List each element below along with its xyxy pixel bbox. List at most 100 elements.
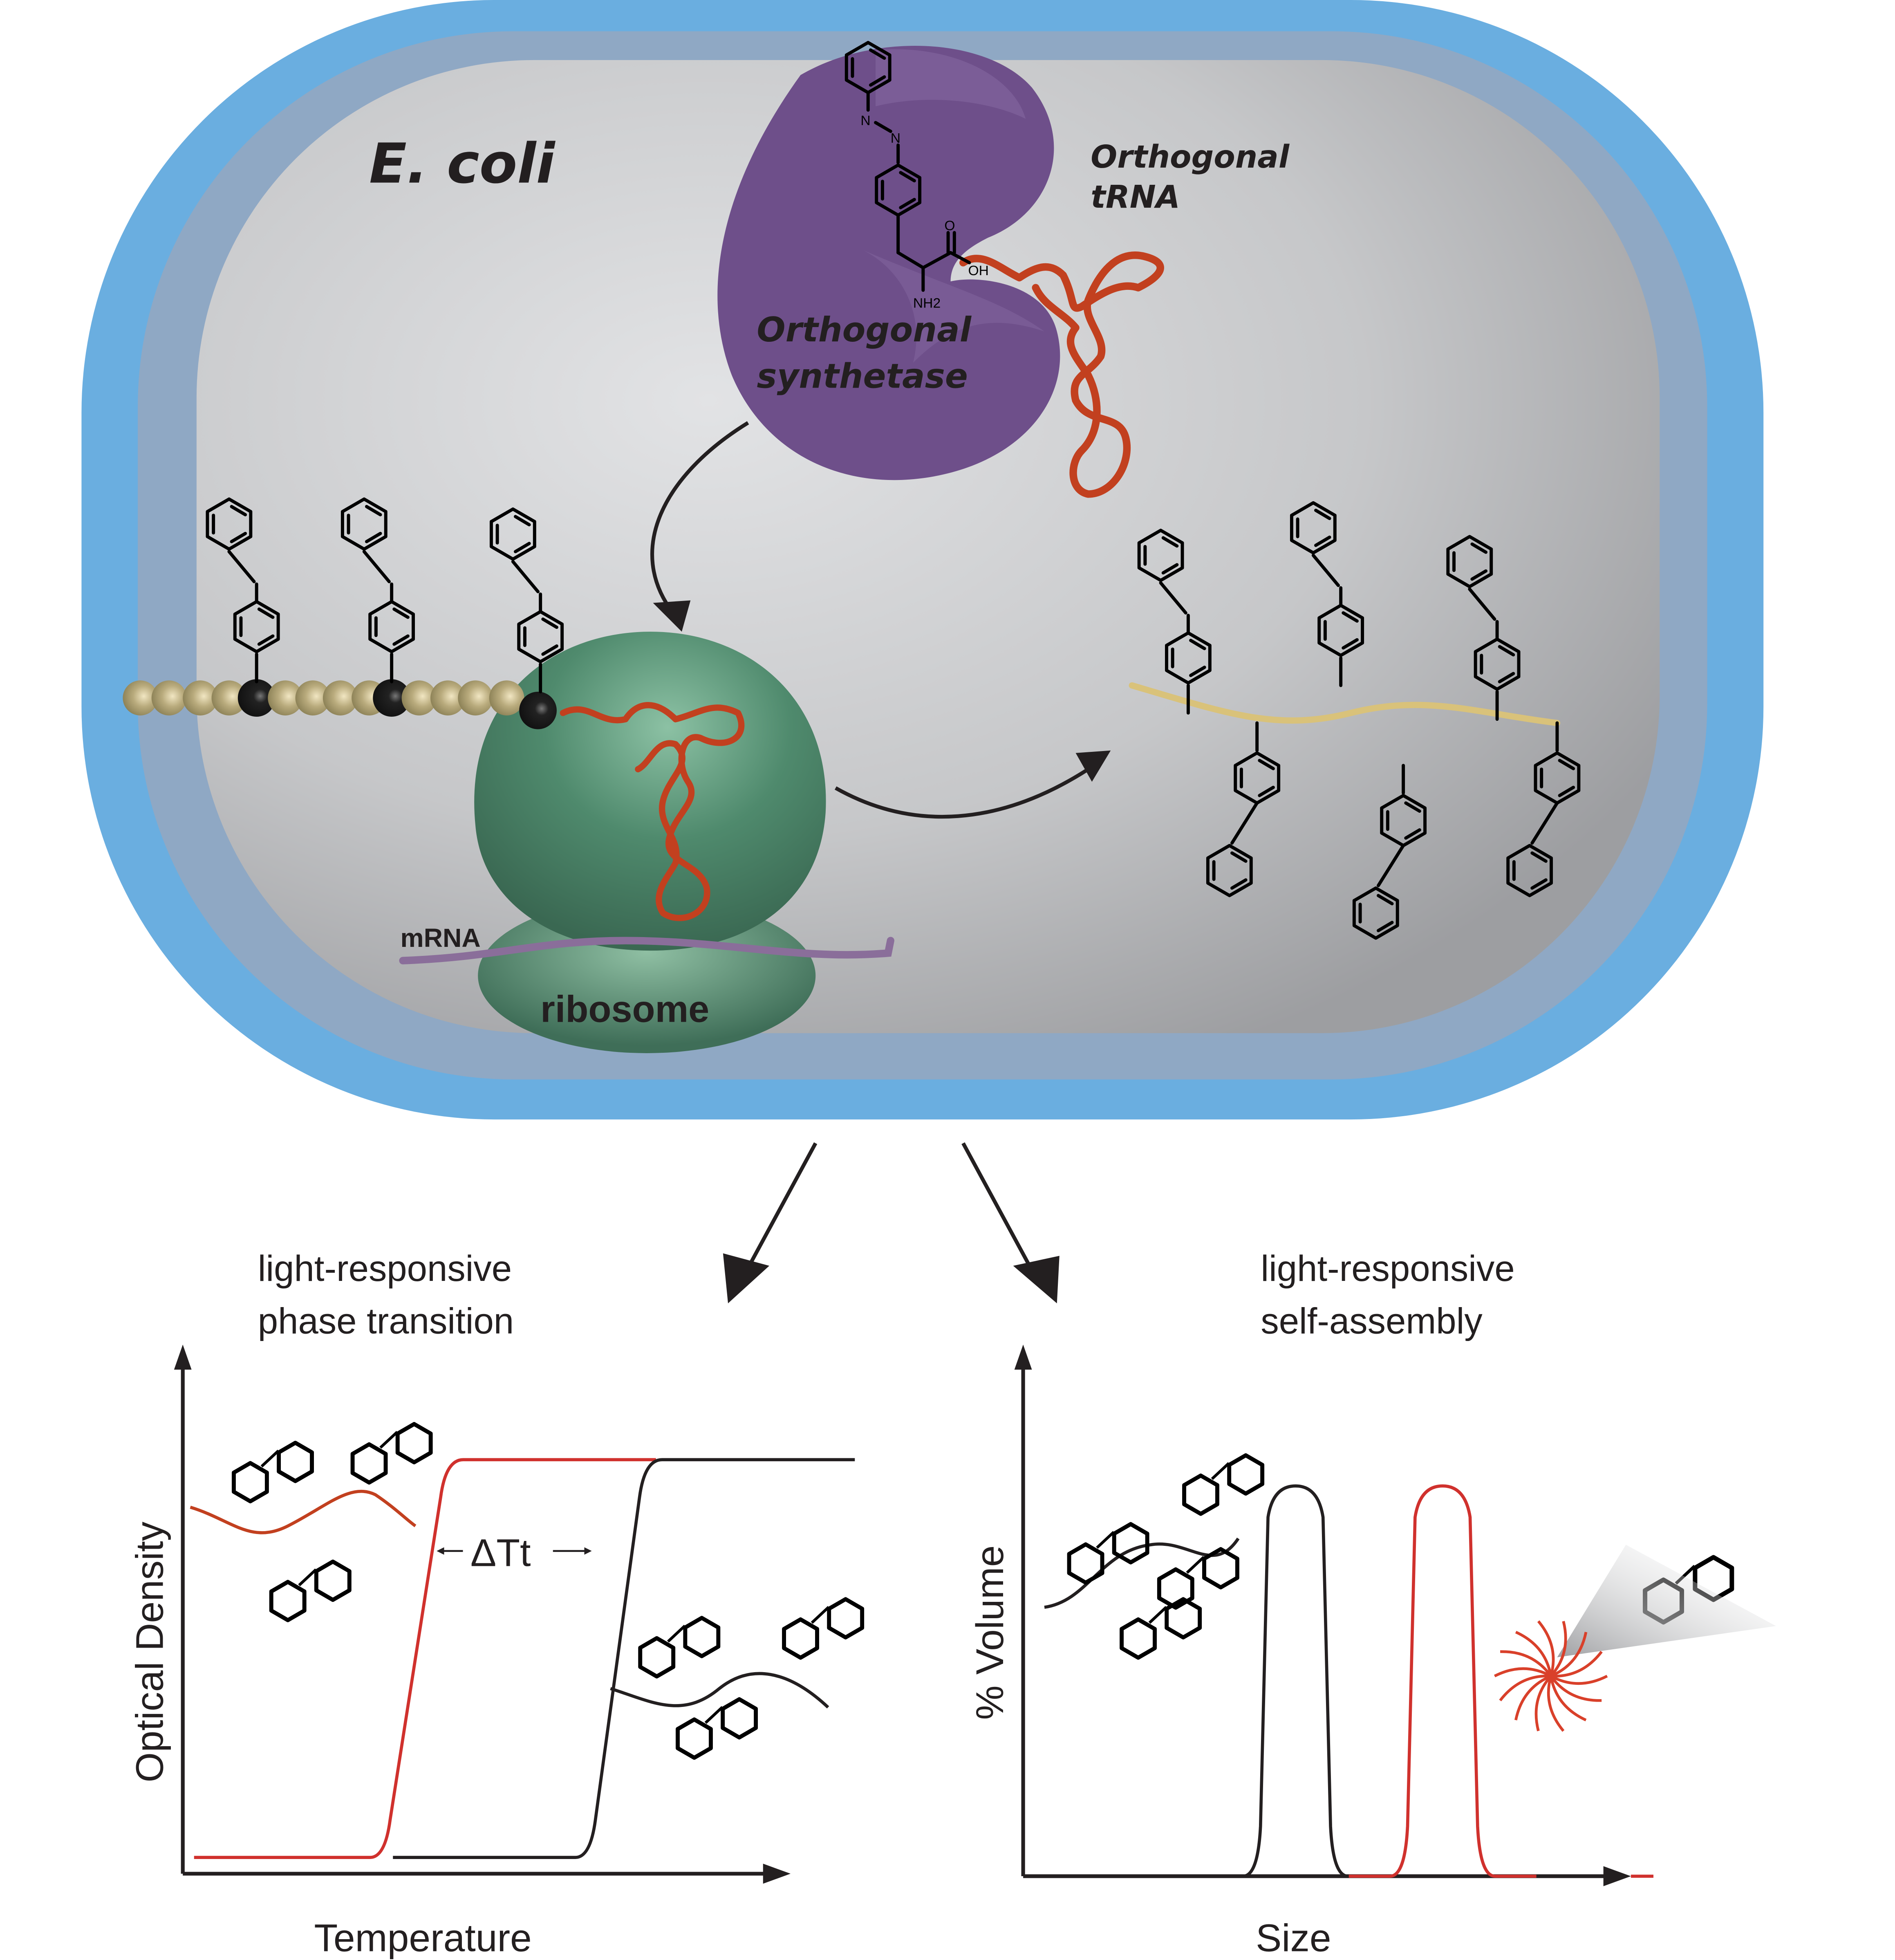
panel1-title-line1: light-responsive: [258, 1248, 512, 1289]
benzene-ring: [1184, 1476, 1217, 1514]
product-side-chain-up: [1139, 530, 1210, 715]
benzene-ring: [1069, 1544, 1102, 1583]
azo-bond: [298, 1568, 317, 1586]
azo-bond: [811, 1606, 830, 1624]
azo-bond: [260, 1449, 280, 1468]
azo-bond: [1376, 864, 1393, 887]
trna-label-line1: Orthogonal: [1091, 139, 1290, 175]
product-side-chain-up: [1292, 503, 1362, 687]
panel2-title-line1: light-responsive: [1261, 1248, 1514, 1289]
micelle-arm: [1499, 1674, 1551, 1702]
benzene-ring: [1114, 1524, 1147, 1563]
arrow-to-ribosome-head: [653, 600, 691, 632]
panel2-ylabel: % Volume: [968, 1545, 1012, 1720]
azo-bond: [524, 575, 540, 594]
bead-side-chains: [207, 499, 562, 693]
panel1-title-line2: phase transition: [258, 1301, 514, 1341]
benzene-ring: [316, 1562, 349, 1600]
synthetase-label-line1: Orthogonal: [757, 310, 972, 350]
residue-bead: [323, 680, 358, 715]
panel1-ylabel: Optical Density: [128, 1521, 171, 1782]
azo-bond: [1230, 821, 1246, 845]
azo-bond: [375, 565, 391, 583]
benzene-ring: [353, 1444, 386, 1483]
residue-bead: [211, 680, 247, 715]
orthogonal-synthetase: [717, 45, 1060, 480]
bond: [1159, 581, 1175, 600]
benzene-ring: [640, 1638, 673, 1677]
micelle: [1494, 1620, 1608, 1732]
residue-bead: [401, 680, 437, 715]
azo-bond: [1530, 821, 1546, 845]
panel1-aggregate-chain: [610, 1672, 829, 1709]
azo-bond: [1324, 569, 1340, 587]
benzene-ring: [723, 1699, 756, 1738]
micelle-arm: [1550, 1621, 1567, 1677]
micelle-arm: [1550, 1675, 1602, 1702]
series-red-line: [194, 1458, 656, 1859]
series-black-peak: [1201, 1484, 1389, 1878]
azo-bond: [1186, 1556, 1205, 1574]
residue-bead: [268, 680, 303, 715]
panel2-chain: [1044, 1537, 1240, 1609]
ribosome-trna: [560, 702, 745, 921]
azobenzene-molecule: [784, 1599, 862, 1657]
delta-tt-annotation: ΔTt: [470, 1531, 531, 1574]
benzene-ring: [784, 1619, 817, 1658]
atom-oh: OH: [968, 263, 988, 278]
residue-bead: [295, 680, 331, 715]
micelle-arm: [1494, 1667, 1552, 1677]
product-side-chain-down: [1354, 764, 1425, 938]
product-side-chain-down: [1208, 721, 1279, 895]
azo-bond: [1148, 1606, 1167, 1624]
azo-bond: [667, 1625, 686, 1643]
panel-phase-transition: light-responsive phase transition Optica…: [128, 1248, 862, 1960]
arrow-to-product-head: [1075, 750, 1111, 782]
bond: [1311, 554, 1328, 572]
panel2-xlabel: Size: [1256, 1917, 1331, 1960]
arrow-to-ribosome: [650, 421, 749, 614]
azo-bond: [240, 565, 256, 583]
micelle-arm: [1549, 1675, 1587, 1722]
micelle-arm: [1550, 1651, 1603, 1678]
azobenzene-side-chain: [343, 499, 413, 684]
series-black-line: [393, 1458, 855, 1859]
series-red-peak: [1348, 1484, 1537, 1878]
modified-residue-bead: [373, 679, 411, 717]
bond: [362, 550, 379, 568]
residue-bead: [430, 680, 466, 715]
polypeptide-chain: [123, 679, 557, 729]
atom-n2: N: [891, 131, 900, 146]
benzene-ring: [398, 1424, 431, 1462]
benzene-ring: [1229, 1455, 1262, 1494]
azo-bond: [1096, 1531, 1115, 1549]
micelle-arm: [1547, 1675, 1565, 1732]
product-side-chains: [1139, 503, 1579, 938]
panel1-soluble-chain: [190, 1489, 417, 1534]
arrow-down-left-head: [723, 1253, 770, 1303]
micelle-arm: [1515, 1630, 1552, 1677]
residue-bead: [123, 680, 158, 715]
benzene-ring: [234, 1463, 267, 1502]
arrow-down-right: [961, 1142, 1030, 1265]
azobenzene-molecule: [1184, 1455, 1262, 1514]
product-polymer: [1129, 682, 1561, 726]
trna-label-line2: tRNA: [1091, 179, 1180, 215]
azobenzene-molecule: [678, 1699, 756, 1758]
bond: [511, 560, 527, 579]
micelle-arm: [1550, 1675, 1608, 1685]
micelle-zoom-cone: [1557, 1545, 1776, 1657]
benzene-ring: [678, 1720, 711, 1758]
azo-bond: [704, 1706, 724, 1724]
azobenzene-molecule: [640, 1618, 718, 1676]
azobenzene-molecule: [1159, 1549, 1237, 1608]
azo-bond: [379, 1431, 399, 1449]
residue-bead: [458, 680, 493, 715]
product-side-chain-up: [1448, 536, 1519, 721]
atom-o: O: [944, 218, 955, 233]
modified-residue-bead: [237, 679, 276, 717]
micelle-arm: [1500, 1650, 1552, 1677]
arrow-down-left: [749, 1142, 818, 1265]
residue-bead: [183, 680, 218, 715]
